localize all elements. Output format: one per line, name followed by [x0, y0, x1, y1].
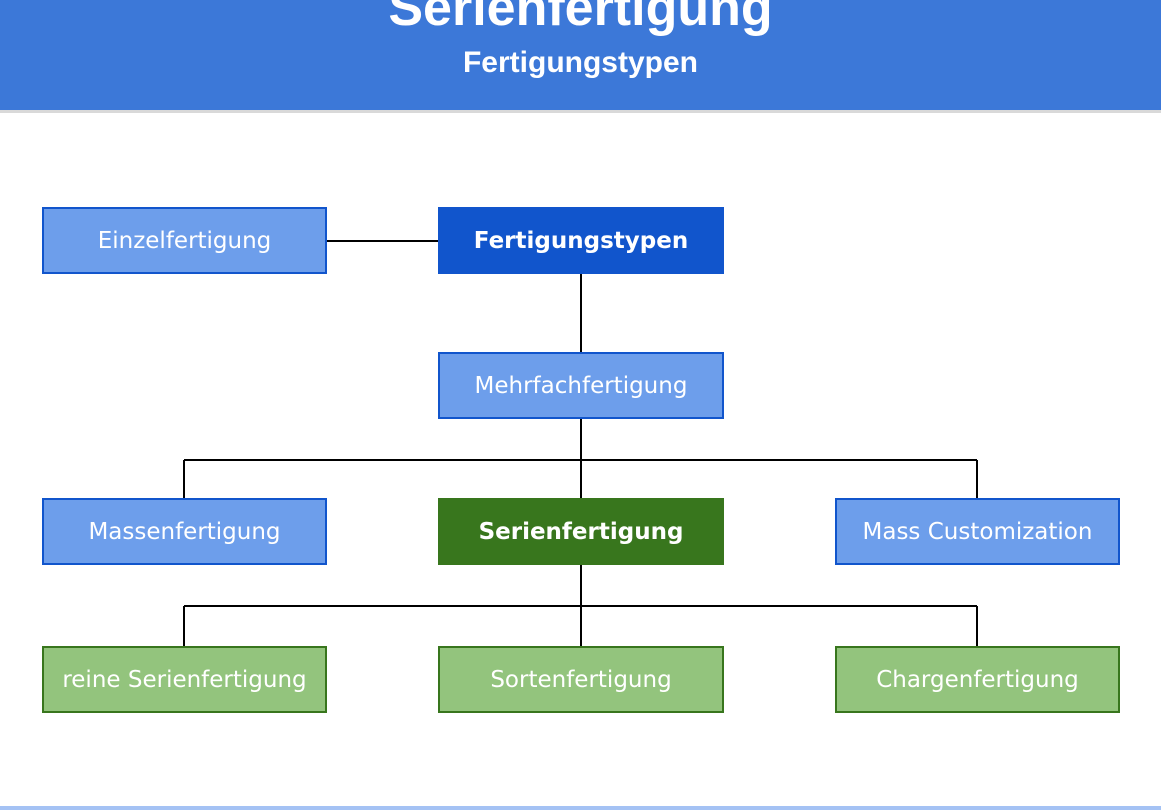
node-serienfertigung: Serienfertigung [438, 498, 724, 565]
page-title: Serienfertigung [388, 0, 773, 37]
node-fertigungstypen: Fertigungstypen [438, 207, 724, 274]
node-mehrfachfertigung: Mehrfachfertigung [438, 352, 724, 419]
page-subtitle: Fertigungstypen [462, 46, 698, 79]
node-chargenfertigung: Chargenfertigung [835, 646, 1120, 713]
node-mass-customization: Mass Customization [835, 498, 1120, 565]
node-reine-serienfertigung: reine Serienfertigung [42, 646, 327, 713]
node-massenfertigung: Massenfertigung [42, 498, 327, 565]
node-sortenfertigung: Sortenfertigung [438, 646, 724, 713]
header-banner: Serienfertigung Fertigungstypen [0, 0, 1161, 113]
footer-divider [0, 806, 1161, 810]
node-einzelfertigung: Einzelfertigung [42, 207, 327, 274]
